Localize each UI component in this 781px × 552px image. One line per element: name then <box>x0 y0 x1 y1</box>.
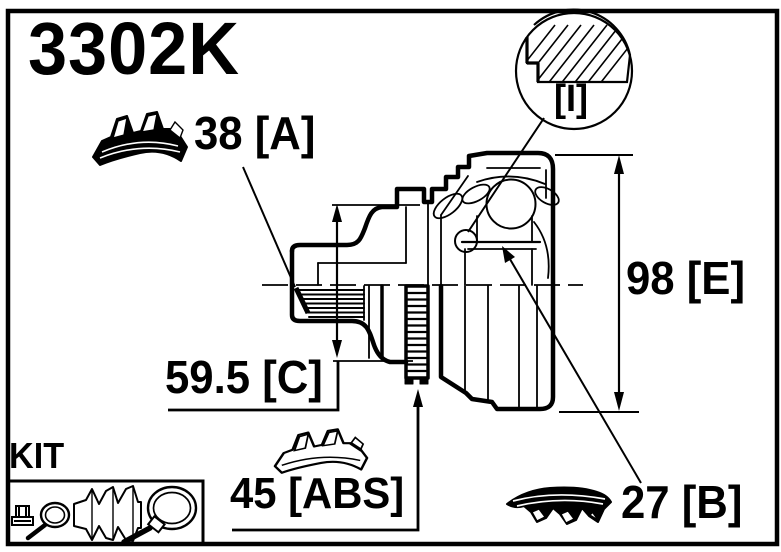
kit-box <box>6 479 205 546</box>
leader-a <box>242 166 311 315</box>
label-spline-count-a: 38 [A] <box>194 107 316 159</box>
cv-joint-body <box>289 150 560 412</box>
label-height-e: 98 [E] <box>626 252 746 304</box>
label-kit: KIT <box>9 435 65 476</box>
label-spline-count-b: 27 [B] <box>621 476 743 528</box>
dimension-c <box>168 204 420 412</box>
detail-leader-line <box>467 117 545 233</box>
detail-target-circle <box>454 229 478 253</box>
large-clamp-icon <box>121 485 198 545</box>
nut-icon <box>11 505 34 526</box>
page-frame <box>5 8 780 547</box>
small-clamp-icon <box>25 501 71 541</box>
spline-teeth-icon-abs <box>273 428 369 474</box>
bell-section-lines <box>464 285 538 409</box>
label-detail-view: [I] <box>554 78 589 120</box>
spline-teeth-icon-a <box>92 111 188 166</box>
part-number-title: 3302K <box>28 7 240 90</box>
cv-boot-icon <box>73 485 142 542</box>
label-length-c: 59.5 [C] <box>165 351 323 403</box>
ball-cage-interior <box>432 175 560 286</box>
abs-tone-ring <box>404 284 430 385</box>
abs-pointer <box>232 389 423 532</box>
label-abs-ring: 45 [ABS] <box>230 469 405 518</box>
spline-teeth-icon-b <box>506 486 612 525</box>
leader-b <box>502 246 642 484</box>
